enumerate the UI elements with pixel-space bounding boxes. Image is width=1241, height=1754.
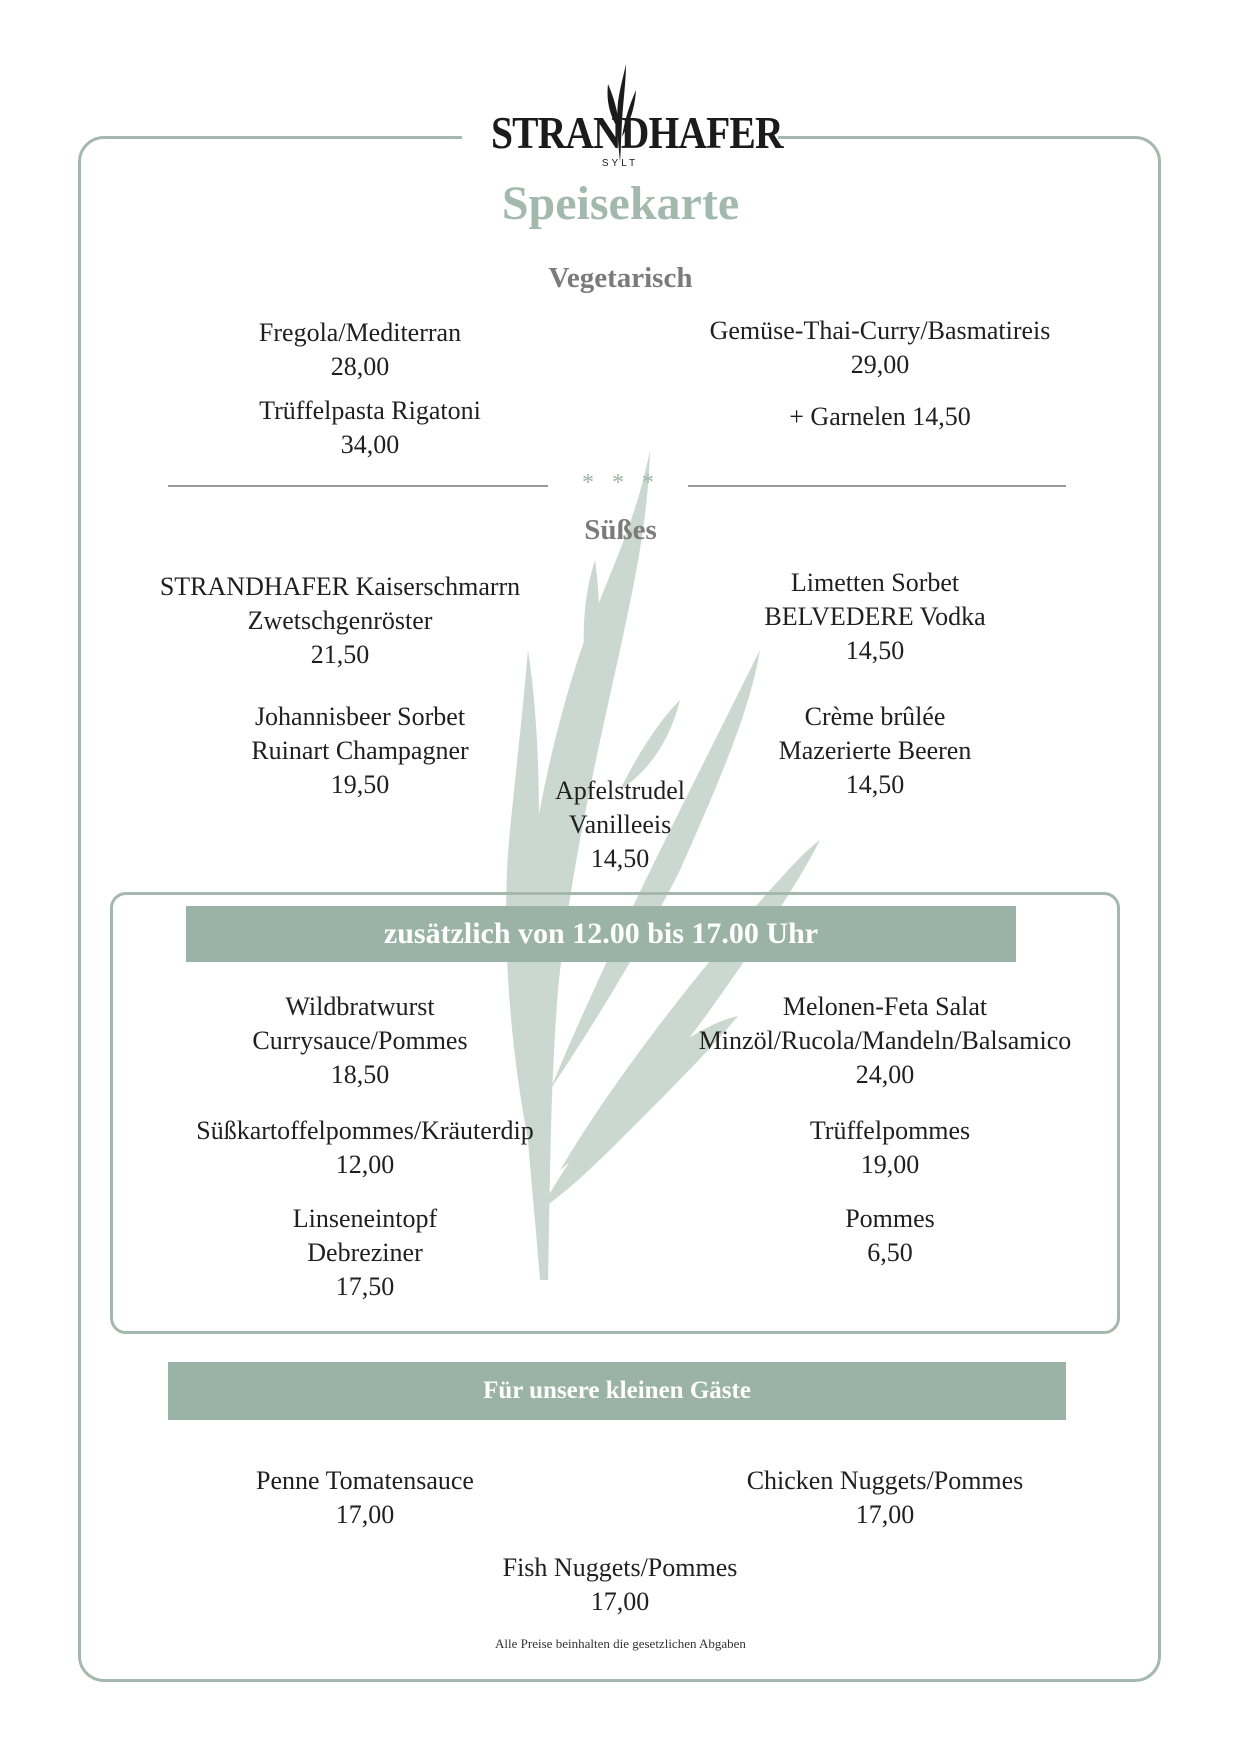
menu-item: Linseneintopf Debreziner 17,50 [250, 1202, 480, 1304]
heading-zusatz-band: zusätzlich von 12.00 bis 17.00 Uhr [186, 906, 1016, 962]
item-name: Wildbratwurst [285, 992, 435, 1021]
heading-suesses: Süßes [584, 514, 657, 546]
item-price: 34,00 [340, 430, 400, 459]
item-price: 19,50 [330, 770, 390, 799]
menu-item: Chicken Nuggets/Pommes 17,00 [730, 1464, 1040, 1532]
item-price: 17,00 [855, 1500, 915, 1529]
menu-item: + Garnelen 14,50 [720, 400, 1040, 434]
menu-item: Melonen-Feta Salat Minzöl/Rucola/Mandeln… [690, 990, 1080, 1092]
item-price: 29,00 [850, 350, 910, 379]
menu-item: Wildbratwurst Currysauce/Pommes 18,50 [210, 990, 510, 1092]
item-price: 17,50 [335, 1272, 395, 1301]
menu-item: Gemüse-Thai-Curry/Basmatireis 29,00 [680, 314, 1080, 382]
menu-item: Pommes 6,50 [800, 1202, 980, 1270]
item-price: 24,00 [855, 1060, 915, 1089]
menu-item: Crème brûlée Mazerierte Beeren 14,50 [740, 700, 1010, 802]
menu-item: Trüffelpommes 19,00 [770, 1114, 1010, 1182]
item-price: 17,00 [590, 1587, 650, 1616]
item-name: Linseneintopf [292, 1204, 438, 1233]
menu-item: Apfelstrudel Vanilleeis 14,50 [520, 774, 720, 876]
item-price: 14,50 [590, 844, 650, 873]
item-name: Süßkartoffelpommes/Kräuterdip [196, 1116, 534, 1145]
heading-kinder-band: Für unsere kleinen Gäste [168, 1362, 1066, 1420]
item-name: Chicken Nuggets/Pommes [746, 1466, 1024, 1495]
item-detail: Minzöl/Rucola/Mandeln/Balsamico [698, 1026, 1072, 1055]
grass-logo-icon [607, 64, 636, 162]
item-name: Crème brûlée [804, 702, 946, 731]
item-name: Fregola/Mediterran [258, 318, 462, 347]
item-name: Pommes [845, 1204, 935, 1233]
menu-item: STRANDHAFER Kaiserschmarrn Zwetschgenrös… [140, 570, 540, 672]
item-detail: Zwetschgenröster [247, 606, 433, 635]
item-price: 6,50 [867, 1238, 913, 1267]
item-detail: Debreziner [307, 1238, 423, 1267]
item-name: STRANDHAFER Kaiserschmarrn [159, 572, 521, 601]
item-price: 19,00 [860, 1150, 920, 1179]
item-detail: Ruinart Champagner [251, 736, 469, 765]
menu-item: Trüffelpasta Rigatoni 34,00 [210, 394, 530, 462]
logo-wordmark: STRANDHAFER [491, 107, 784, 158]
item-price: 28,00 [330, 352, 390, 381]
item-price: 21,50 [310, 640, 370, 669]
lunch-box [110, 892, 1120, 1334]
heading-vegetarisch: Vegetarisch [548, 262, 693, 294]
item-name: Trüffelpasta Rigatoni [259, 396, 481, 425]
menu-item: Fish Nuggets/Pommes 17,00 [480, 1551, 760, 1619]
divider-left [168, 485, 548, 487]
item-detail: Vanilleeis [568, 810, 672, 839]
menu-item: Süßkartoffelpommes/Kräuterdip 12,00 [180, 1114, 550, 1182]
divider-right [688, 485, 1066, 487]
page-title: Speisekarte [501, 177, 740, 230]
item-price: 12,00 [335, 1150, 395, 1179]
item-name: Limetten Sorbet [790, 568, 960, 597]
item-price: 14,50 [845, 770, 905, 799]
item-name: Johannisbeer Sorbet [254, 702, 466, 731]
menu-item: Penne Tomatensauce 17,00 [220, 1464, 510, 1532]
item-price: 14,50 [845, 636, 905, 665]
item-name: + Garnelen 14,50 [789, 402, 971, 431]
item-name: Gemüse-Thai-Curry/Basmatireis [709, 316, 1051, 345]
item-detail: Currysauce/Pommes [252, 1026, 468, 1055]
item-price: 17,00 [335, 1500, 395, 1529]
logo-subtitle: SYLT [601, 158, 639, 169]
menu-item: Limetten Sorbet BELVEDERE Vodka 14,50 [730, 566, 1020, 668]
item-name: Apfelstrudel [555, 776, 685, 805]
item-name: Fish Nuggets/Pommes [502, 1553, 738, 1582]
item-name: Trüffelpommes [809, 1116, 971, 1145]
divider-stars: * * * [582, 470, 660, 496]
footer-note: Alle Preise beinhalten die gesetzlichen … [495, 1636, 746, 1651]
strandhafer-logo: STRANDHAFER SYLT [470, 62, 784, 172]
item-detail: Mazerierte Beeren [778, 736, 972, 765]
menu-item: Johannisbeer Sorbet Ruinart Champagner 1… [210, 700, 510, 802]
item-detail: BELVEDERE Vodka [764, 602, 986, 631]
item-name: Penne Tomatensauce [256, 1466, 474, 1495]
item-name: Melonen-Feta Salat [782, 992, 988, 1021]
menu-item: Fregola/Mediterran 28,00 [210, 316, 510, 384]
item-price: 18,50 [330, 1060, 390, 1089]
